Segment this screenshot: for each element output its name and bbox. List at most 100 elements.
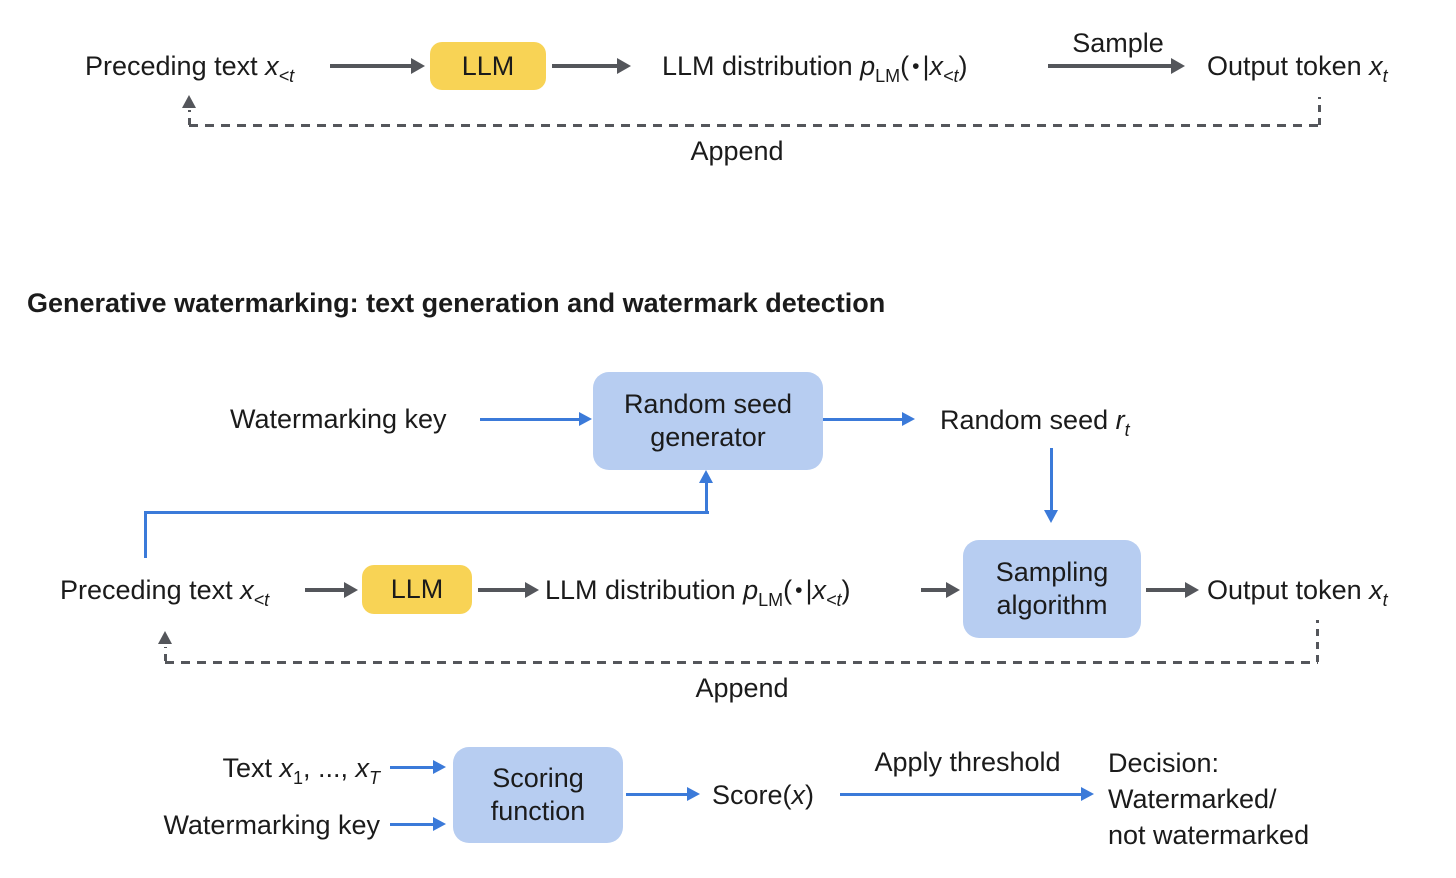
subscript: <t xyxy=(278,66,295,86)
label-text: Preceding text xyxy=(60,575,241,605)
bullet-dot: • xyxy=(795,579,803,602)
label-text: Score( xyxy=(712,780,792,810)
label-text: Watermarking key xyxy=(230,404,447,434)
arrow-key-to-generator-head xyxy=(579,412,592,426)
section-title: Generative watermarking: text generation… xyxy=(27,288,885,319)
feedback-dashed-stem xyxy=(164,647,167,661)
arrow-seed-to-sampling-line xyxy=(1050,448,1053,510)
subscript: <t xyxy=(253,590,270,610)
arrow-seed-to-sampling-head xyxy=(1044,510,1058,523)
arrow-sampling-to-output-head xyxy=(1185,582,1199,598)
scoring-function-box: Scoring function xyxy=(453,747,623,843)
box-label-line1: Scoring xyxy=(492,763,584,793)
arrow-llm-to-distribution-line xyxy=(478,588,526,592)
paren: ) xyxy=(841,575,851,605)
label-text: Text xyxy=(222,753,280,783)
decision-label-line1: Decision: xyxy=(1108,748,1219,779)
math-var: x xyxy=(279,753,293,783)
output-token-label: Output token xt xyxy=(1207,575,1388,611)
paren: ) xyxy=(805,780,815,810)
label-text: Apply threshold xyxy=(874,747,1061,777)
arrow-sampling-to-output-line xyxy=(1146,588,1186,592)
elbow-preceding-to-generator-right xyxy=(705,482,708,513)
random-seed-generator-box: Random seed generator xyxy=(593,372,823,470)
elbow-preceding-to-generator-head xyxy=(699,470,713,483)
watermarking-key-label: Watermarking key xyxy=(230,404,447,435)
arrow-key-to-generator-line xyxy=(480,418,580,421)
label-text: Sample xyxy=(1072,28,1164,58)
llm-distribution-label: LLM distribution pLM(•|x<t) xyxy=(662,51,968,87)
arrow-key-to-scoring-head xyxy=(433,817,446,831)
feedback-dashed-vertical xyxy=(1318,97,1321,125)
feedback-up-arrow-head xyxy=(158,631,172,644)
math-var: x xyxy=(265,51,279,81)
subscript: T xyxy=(369,768,380,788)
label-text: Watermarking key xyxy=(163,810,380,840)
arrow-distribution-to-sampling-line xyxy=(921,588,947,592)
label-text: Append xyxy=(695,673,789,703)
preceding-text-label: Preceding text x<t xyxy=(85,51,294,87)
box-label-line1: Sampling xyxy=(995,557,1109,587)
pipe: | xyxy=(805,575,813,605)
arrow-sample-head xyxy=(1171,58,1185,74)
llm-distribution-label: LLM distribution pLM(•|x<t) xyxy=(545,575,851,611)
append-label: Append xyxy=(657,136,817,167)
arrow-preceding-to-llm-line xyxy=(305,588,345,592)
label-text: Preceding text xyxy=(85,51,266,81)
label-text: LLM distribution xyxy=(545,575,744,605)
arrow-generator-to-seed-line xyxy=(823,418,903,421)
subscript: 1 xyxy=(292,768,303,788)
arrow-llm-to-distribution-head xyxy=(525,582,539,598)
box-label-line1: Random seed xyxy=(623,389,793,419)
feedback-dashed-vertical xyxy=(1316,620,1319,662)
bullet-dot: • xyxy=(912,55,920,78)
pipe: | xyxy=(922,51,930,81)
arrow-preceding-to-llm-head xyxy=(411,58,425,74)
arrow-sample-line xyxy=(1048,64,1172,68)
arrow-scoring-to-score-head xyxy=(687,787,700,801)
arrow-text-to-scoring-line xyxy=(390,766,434,769)
apply-threshold-label: Apply threshold xyxy=(840,747,1095,778)
arrow-llm-to-distribution-head xyxy=(617,58,631,74)
label-text: not watermarked xyxy=(1108,820,1310,850)
decision-label-line3: not watermarked xyxy=(1108,820,1309,851)
label-text: LLM distribution xyxy=(662,51,861,81)
math-var: x xyxy=(240,575,254,605)
llm-box: LLM xyxy=(362,565,472,614)
paren: ) xyxy=(958,51,968,81)
llm-box-label: LLM xyxy=(461,50,515,81)
math-var: x xyxy=(812,575,827,605)
score-label: Score(x) xyxy=(712,780,814,811)
arrow-preceding-to-llm-head xyxy=(344,582,358,598)
llm-box-label: LLM xyxy=(390,574,444,604)
sampling-algorithm-box: Sampling algorithm xyxy=(963,540,1141,638)
math-var: x xyxy=(791,780,806,810)
paren: ( xyxy=(783,575,793,605)
text-input-label: Text x1, ..., xT xyxy=(80,753,380,789)
math-var: r xyxy=(1115,405,1125,435)
sample-arrow-label: Sample xyxy=(1048,28,1188,59)
arrow-llm-to-distribution-line xyxy=(552,64,618,68)
subscript: LM xyxy=(875,66,901,86)
label-text: Watermarked/ xyxy=(1108,784,1277,814)
feedback-dashed-horizontal xyxy=(165,661,1318,664)
label-text: Random seed xyxy=(940,405,1116,435)
math-var: x xyxy=(929,51,944,81)
subscript: <t xyxy=(943,66,959,86)
math-var: p xyxy=(743,575,759,605)
math-var: x xyxy=(355,753,370,783)
elbow-preceding-to-generator-horizontal xyxy=(144,511,709,514)
decision-label-line2: Watermarked/ xyxy=(1108,784,1277,815)
separator: , ..., xyxy=(302,753,356,783)
subscript: t xyxy=(1382,66,1388,86)
paren: ( xyxy=(900,51,910,81)
box-label-line2: algorithm xyxy=(996,590,1108,620)
label-text: Output token xyxy=(1207,51,1370,81)
arrow-key-to-scoring-line xyxy=(390,823,434,826)
label-text: Append xyxy=(690,136,784,166)
arrow-threshold-head xyxy=(1081,787,1094,801)
arrow-threshold-line xyxy=(840,793,1082,796)
output-token-label: Output token xt xyxy=(1207,51,1388,87)
subscript: LM xyxy=(758,590,784,610)
label-text: Output token xyxy=(1207,575,1370,605)
